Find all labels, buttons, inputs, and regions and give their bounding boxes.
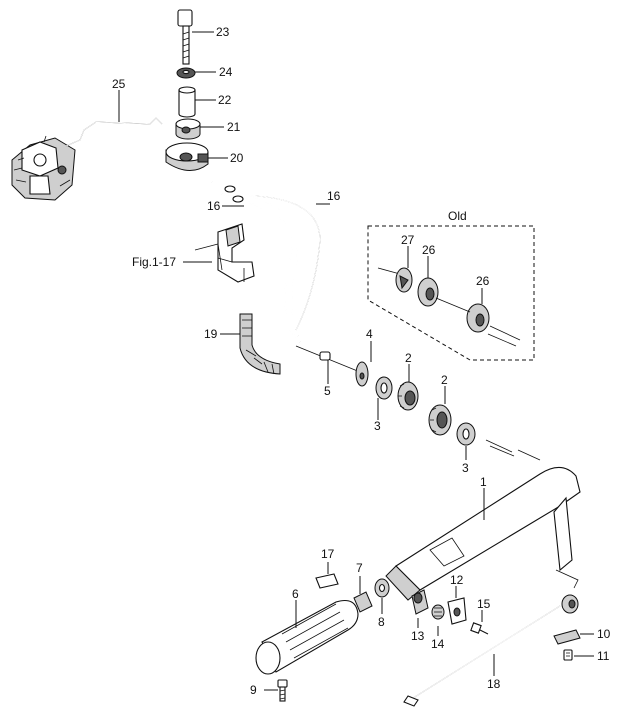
lower-collar-part: [175, 118, 201, 140]
shift-rod-part: [403, 594, 579, 707]
gear-rear-part: [428, 404, 452, 436]
callout-12: 12: [450, 573, 464, 587]
washer-part: [176, 67, 196, 79]
hose-part: [239, 313, 281, 375]
callout-22: 22: [218, 93, 232, 107]
callout-27: 27: [401, 233, 415, 247]
callout-6: 6: [292, 587, 299, 601]
callout-16-upper: 16: [327, 189, 341, 203]
callout-1: 1: [480, 475, 487, 489]
throttle-shaft-end-part: [353, 591, 373, 613]
callout-16-lower: 16: [207, 199, 221, 213]
callout-20: 20: [230, 151, 244, 165]
callout-4: 4: [366, 327, 373, 341]
callout-fig-1-17: Fig.1-17: [132, 255, 176, 269]
callout-10: 10: [597, 627, 611, 641]
callout-2-rear: 2: [441, 373, 448, 387]
callout-21: 21: [227, 120, 241, 134]
callout-7: 7: [356, 561, 363, 575]
callout-14: 14: [431, 637, 445, 651]
callout-23: 23: [216, 25, 230, 39]
cable-guide-plate-part: [355, 361, 369, 387]
old-parts-inset: [367, 225, 535, 361]
screw-11-part: [563, 649, 573, 661]
grip-part: [255, 599, 359, 675]
spring-part: [431, 604, 445, 620]
clip-part: [553, 629, 581, 645]
screw-9-part: [277, 679, 288, 702]
bushing-rear-part: [456, 422, 476, 446]
callout-3-rear: 3: [462, 461, 469, 475]
link-rod-part: [65, 117, 163, 147]
friction-adjuster-part: [411, 589, 429, 615]
screw-15-part: [470, 622, 489, 635]
cable-stopper-part: [295, 345, 361, 373]
throttle-cam-part: [165, 142, 209, 171]
callout-19: 19: [204, 327, 218, 341]
bushing-front-part: [375, 376, 393, 400]
callout-25: 25: [112, 77, 126, 91]
grip-stopper-part: [374, 578, 390, 598]
callout-24: 24: [219, 65, 233, 79]
collar-part: [178, 86, 196, 118]
tiller-handle-part: [385, 439, 581, 601]
callout-26-upper: 26: [422, 243, 436, 257]
callout-2-front: 2: [405, 351, 412, 365]
callout-5: 5: [324, 384, 331, 398]
carburetor-assembly: [11, 135, 76, 201]
mounting-bracket-part: [194, 223, 255, 283]
callout-26-lower: 26: [476, 274, 490, 288]
callout-13: 13: [411, 629, 425, 643]
friction-block-part: [447, 597, 467, 625]
gear-front-part: [397, 381, 419, 411]
callout-8: 8: [378, 615, 385, 629]
decal-part: [315, 573, 339, 589]
callout-11: 11: [597, 649, 610, 663]
callout-15: 15: [477, 597, 491, 611]
old-inset-label: Old: [448, 209, 467, 223]
callout-3-front: 3: [374, 419, 381, 433]
callout-17: 17: [321, 547, 335, 561]
bolt-part: [177, 9, 193, 65]
throttle-cable-pair: [211, 181, 321, 343]
callout-18: 18: [487, 677, 501, 691]
callout-9: 9: [250, 683, 257, 697]
